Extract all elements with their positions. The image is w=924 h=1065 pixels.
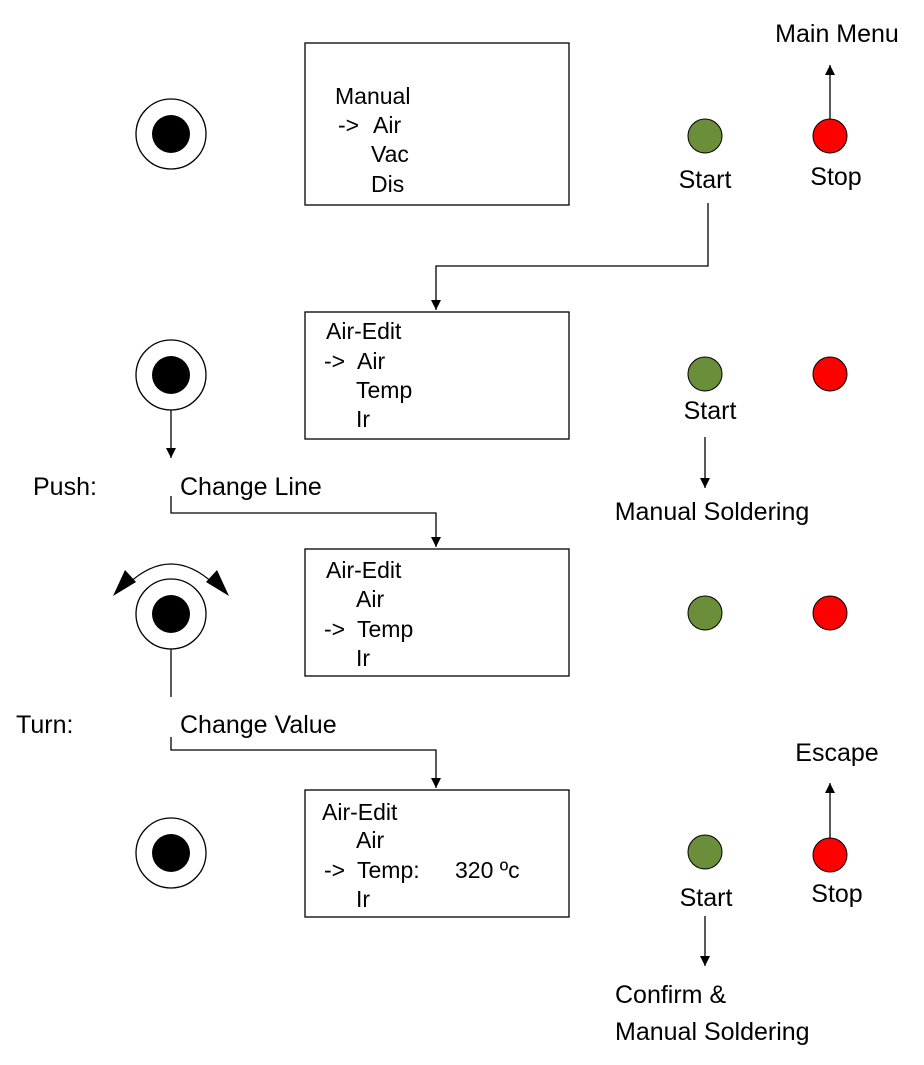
lcd-line: Temp: [356, 377, 412, 403]
start-to-air-edit-arrow: [431, 203, 709, 310]
lcd-line: Vac: [371, 141, 409, 167]
manual-soldering-label: Manual Soldering: [615, 498, 810, 526]
stop-button-label: Stop: [810, 163, 861, 191]
lcd-line: Air: [357, 348, 385, 374]
lcd-title: Air-Edit: [322, 799, 398, 825]
lcd-value: 320 ºc: [455, 857, 520, 883]
stop-button[interactable]: [812, 356, 848, 392]
lcd-screen-4: Air-Edit Air -> Temp: 320 ºc Ir: [304, 789, 570, 918]
change-line-arrow: [170, 496, 441, 547]
knob-center-icon: [152, 834, 190, 872]
lcd-line: Air: [356, 827, 384, 853]
start-button-label: Start: [679, 166, 732, 194]
lcd-line: Air: [373, 112, 401, 138]
lcd-title: Manual: [335, 83, 410, 109]
start-button-label: Start: [680, 884, 733, 912]
lcd-frame: [304, 548, 570, 677]
knob-row-3[interactable]: [135, 578, 207, 650]
lcd-line: Ir: [356, 406, 370, 432]
lcd-frame: [304, 42, 570, 206]
lcd-cursor-arrow: ->: [324, 348, 345, 374]
stop-button-label: Stop: [811, 880, 862, 908]
knob-row-2[interactable]: [135, 339, 207, 411]
knob-center-icon: [152, 356, 190, 394]
stop-button[interactable]: [812, 118, 848, 154]
lcd-title: Air-Edit: [326, 557, 402, 583]
change-value-arrow: [170, 737, 441, 788]
lcd-line: Air: [356, 586, 384, 612]
turn-label: Turn:: [16, 711, 73, 739]
turn-action-label: Change Value: [180, 711, 337, 739]
rotate-left-arrowhead-icon: [113, 570, 136, 596]
push-label: Push:: [33, 473, 97, 501]
knob-row-4[interactable]: [135, 817, 207, 889]
start-button[interactable]: [687, 834, 723, 870]
lcd-cursor-arrow: ->: [324, 616, 345, 642]
start-button[interactable]: [687, 356, 723, 392]
stop-button[interactable]: [812, 595, 848, 631]
knob-row-1[interactable]: [135, 98, 207, 170]
knob-center-icon: [152, 595, 190, 633]
stop-button[interactable]: [812, 837, 848, 873]
lcd-line: Temp: [357, 616, 413, 642]
escape-label: Escape: [795, 739, 878, 767]
start-button[interactable]: [687, 595, 723, 631]
lcd-frame: [304, 311, 570, 440]
knob-center-icon: [152, 115, 190, 153]
start-button[interactable]: [687, 118, 723, 154]
lcd-title: Air-Edit: [326, 318, 402, 344]
lcd-cursor-arrow: ->: [338, 112, 359, 138]
push-action-label: Change Line: [180, 473, 322, 501]
main-menu-label: Main Menu: [775, 20, 899, 48]
lcd-line: Ir: [356, 886, 370, 912]
lcd-screen-2: Air-Edit -> Air Temp Ir: [304, 311, 570, 440]
manual-soldering-label: Manual Soldering: [615, 1018, 810, 1046]
lcd-frame: [304, 789, 570, 918]
lcd-line: Dis: [371, 171, 404, 197]
lcd-screen-1: Manual -> Air Vac Dis: [304, 42, 570, 206]
lcd-screen-3: Air-Edit Air -> Temp Ir: [304, 548, 570, 677]
start-button-label: Start: [684, 397, 737, 425]
lcd-cursor-arrow: ->: [324, 857, 345, 883]
lcd-line: Ir: [356, 645, 370, 671]
lcd-line: Temp:: [357, 857, 420, 883]
rotate-left-arrow-icon: [127, 563, 215, 585]
confirm-label: Confirm &: [615, 981, 726, 1009]
rotate-right-arrowhead-icon: [206, 570, 229, 596]
